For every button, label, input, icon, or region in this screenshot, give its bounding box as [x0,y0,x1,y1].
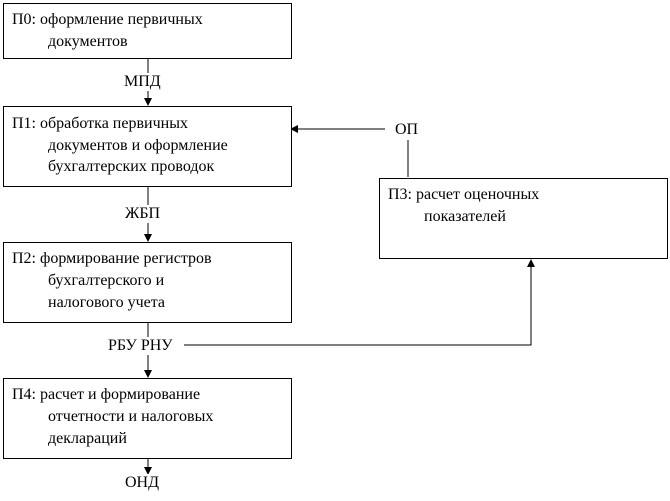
p2-line-2: бухгалтерского и [48,272,165,289]
flow-label-zhbp: ЖБП [125,205,161,223]
p1-line-3: бухгалтерских проводок [48,158,215,175]
p0-line-1: П0: оформление первичных [12,11,203,28]
p4-line-3: деклараций [48,430,127,447]
arrow-rbu-rnu-to-p3 [184,259,535,346]
p4-line-2: отчетности и налоговых [48,408,214,425]
flow-label-rbu-rnu: РБУ РНУ [108,337,173,355]
process-box-p4: П4: расчет и формирование отчетности и н… [3,378,292,459]
process-box-p0: П0: оформление первичных документов [3,3,292,59]
flow-label-ond: ОНД [125,474,160,492]
process-box-p3: П3: расчет оценочных показателей [379,178,668,259]
flow-label-mpd: МПД [124,73,161,91]
p4-line-1: П4: расчет и формирование [12,386,201,403]
p1-line-1: П1: обработка первичных [12,115,188,132]
process-box-p2: П2: формирование регистров бухгалтерског… [3,242,292,323]
p2-line-1: П2: формирование регистров [12,250,212,267]
p3-line-1: П3: расчет оценочных [388,186,540,203]
p0-line-2: документов [48,33,128,50]
p1-line-2: документов и оформление [48,137,228,154]
p2-line-3: налогового учета [48,294,165,311]
p3-line-2: показателей [424,208,506,225]
process-box-p1: П1: обработка первичных документов и офо… [3,106,292,187]
flow-label-op: ОП [395,121,419,139]
